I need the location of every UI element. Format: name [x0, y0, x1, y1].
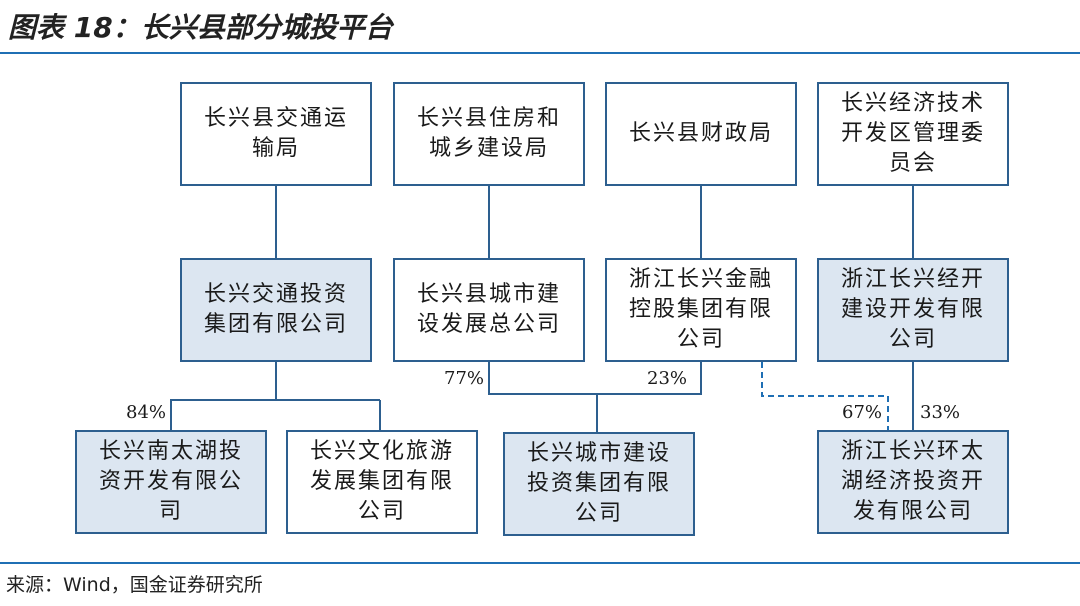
node-housing-bureau: 长兴县住房和城乡建设局 — [393, 82, 585, 186]
line-urban-dev-to-city-construction — [488, 362, 702, 395]
footer-rule — [0, 562, 1080, 564]
pct-financial-to-huantaihu: 67% — [842, 402, 883, 423]
node-huantaihu-investment: 浙江长兴环太湖经济投资开发有限公司 — [817, 430, 1009, 534]
pct-financial-to-city: 23% — [647, 368, 688, 389]
pct-jingkai-to-huantaihu: 33% — [920, 402, 961, 423]
figure-title: 图表 18：长兴县部分城投平台 — [8, 11, 393, 44]
node-city-construction-investment: 长兴城市建设投资集团有限公司 — [503, 432, 695, 536]
node-finance-bureau: 长兴县财政局 — [605, 82, 797, 186]
title-rule — [0, 52, 1080, 54]
source-note: 来源：Wind，国金证券研究所 — [6, 574, 263, 596]
pct-nantaihu: 84% — [126, 402, 167, 423]
node-transport-bureau: 长兴县交通运输局 — [180, 82, 372, 186]
node-econ-dev-committee: 长兴经济技术开发区管理委员会 — [817, 82, 1009, 186]
node-transport-investment: 长兴交通投资集团有限公司 — [180, 258, 372, 362]
node-urban-construction-dev: 长兴县城市建设发展总公司 — [393, 258, 585, 362]
node-nantaihu-investment: 长兴南太湖投资开发有限公司 — [75, 430, 267, 534]
node-financial-holding: 浙江长兴金融控股集团有限公司 — [605, 258, 797, 362]
node-culture-tourism: 长兴文化旅游发展集团有限公司 — [286, 430, 478, 534]
pct-urban-dev-to-city: 77% — [444, 368, 485, 389]
line-transport-investment-to-subsidiaries — [170, 362, 277, 430]
node-jingkai-construction: 浙江长兴经开建设开发有限公司 — [817, 258, 1009, 362]
